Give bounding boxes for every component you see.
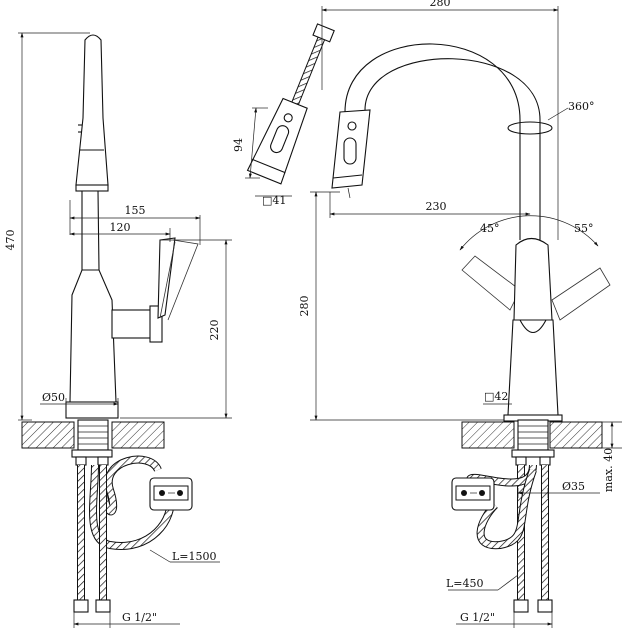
label-94: 94	[232, 138, 245, 152]
side-spout	[65, 34, 199, 419]
dimension-155: 155	[69, 200, 201, 245]
lever-angle: 45° 55°	[459, 215, 599, 310]
label-280-height: 280	[298, 296, 311, 317]
label-230: 230	[426, 200, 447, 213]
dimension-280-width: 280	[321, 0, 559, 240]
side-view: 470 155	[4, 32, 232, 628]
label-hose-1500: L=1500	[172, 550, 217, 563]
label-45: 45°	[480, 222, 500, 235]
front-view: 280 360° 230 45°	[298, 0, 622, 628]
dimension-hose-450: L=450	[446, 574, 519, 591]
dimension-connection-right: G 1/2"	[456, 611, 553, 628]
dimension-230: 230	[329, 192, 531, 218]
spray-head-detail: 94 □41	[232, 23, 335, 207]
dimension-square-42: □42	[483, 390, 512, 405]
label-diameter-50: Ø50	[42, 391, 65, 404]
front-hoses	[451, 464, 553, 613]
dimension-diameter-35: Ø35	[517, 480, 600, 498]
label-max-40: max. 40	[602, 448, 615, 492]
side-countertop	[21, 419, 165, 466]
label-hose-450: L=450	[446, 577, 484, 590]
dimension-220: 220	[120, 239, 232, 419]
label-470: 470	[4, 230, 17, 251]
label-connection-left: G 1/2"	[122, 611, 157, 624]
label-square-42: □42	[484, 390, 508, 403]
label-280-width: 280	[430, 0, 451, 9]
front-countertop	[461, 419, 603, 466]
label-square-41: □41	[262, 194, 286, 207]
label-220: 220	[208, 320, 221, 341]
front-body	[461, 237, 611, 422]
label-360: 360°	[568, 100, 595, 113]
front-gooseneck	[331, 43, 541, 240]
label-diameter-35: Ø35	[562, 480, 585, 493]
label-55: 55°	[574, 222, 594, 235]
side-hoses	[73, 455, 193, 613]
dimension-max-40: max. 40	[602, 421, 622, 492]
dimension-280-height: 280	[298, 191, 504, 421]
dimension-94: 94	[232, 107, 268, 179]
dimension-diameter-50: Ø50	[40, 391, 119, 410]
label-155: 155	[125, 204, 146, 217]
dimension-square-41: □41	[255, 194, 292, 207]
dimension-hose-1500: L=1500	[149, 549, 220, 563]
dimension-connection-left: G 1/2"	[73, 611, 180, 628]
rotation-indicator: 360°	[507, 100, 595, 135]
label-connection-right: G 1/2"	[460, 611, 495, 624]
dimension-470: 470	[4, 32, 90, 421]
label-120: 120	[110, 221, 131, 234]
